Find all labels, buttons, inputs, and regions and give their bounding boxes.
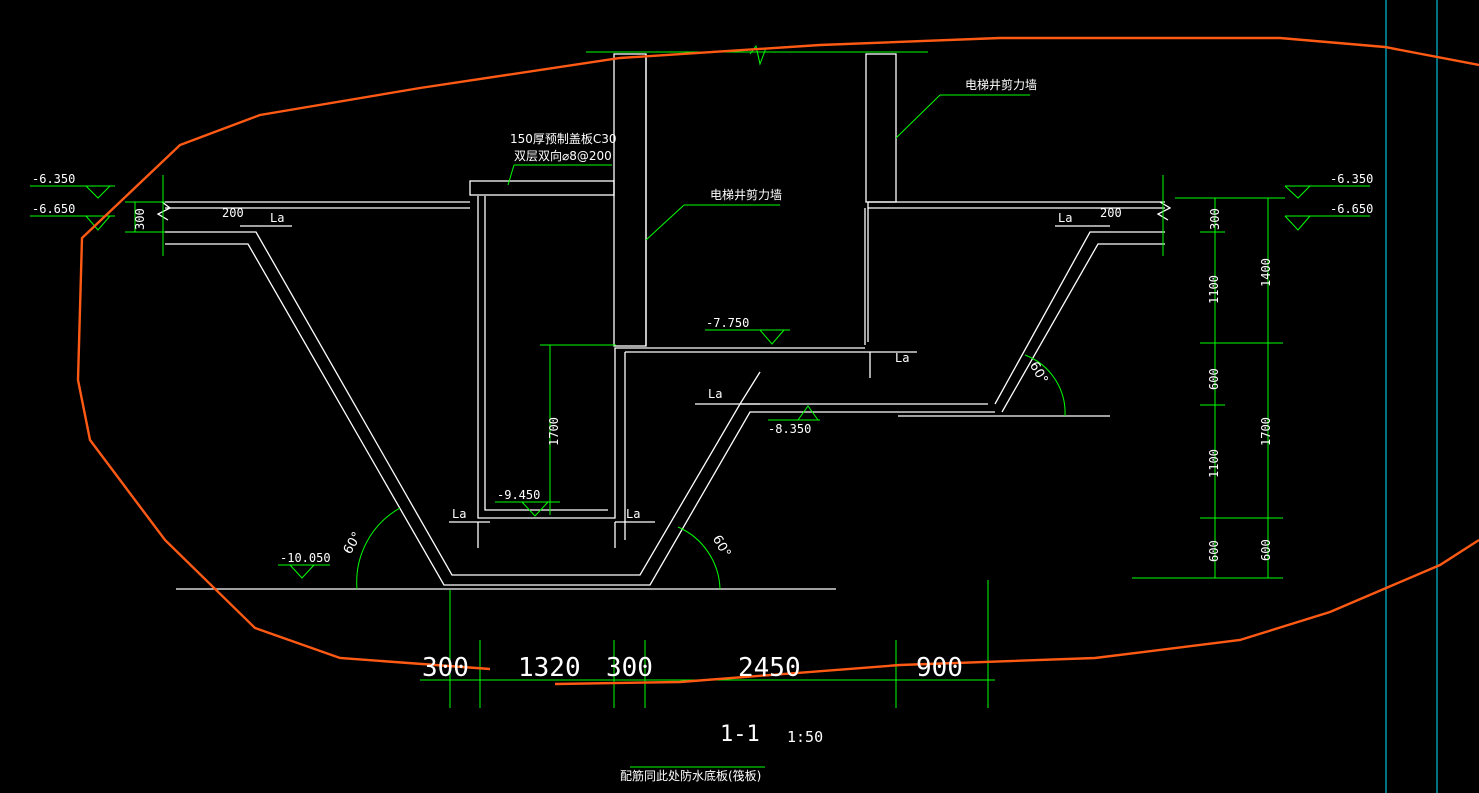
bottom-dim-3: 300 <box>606 653 653 683</box>
cover-label-left: 200 <box>222 206 244 220</box>
right-dim-inner-4: 1100 <box>1207 449 1221 478</box>
wall-label-center: 电梯井剪力墙 <box>710 187 782 202</box>
section-title: 1-1 <box>720 722 760 747</box>
right-dim-inner-3: 600 <box>1207 368 1221 390</box>
right-dim-inner-2: 1100 <box>1207 275 1221 304</box>
elevation-left-top: -6.350 <box>32 172 75 186</box>
cover-label-right: 200 <box>1100 206 1122 220</box>
elevation-bottom: -10.050 <box>280 551 331 565</box>
revision-cloud <box>76 36 1479 686</box>
la-label-deep-right: La <box>626 507 640 521</box>
elevation-deep-pit: -9.450 <box>497 488 540 502</box>
bottom-dim-5: 900 <box>916 653 963 683</box>
la-label-pit: La <box>895 351 909 365</box>
section-scale: 1:50 <box>787 728 823 746</box>
bottom-dim-2: 1320 <box>518 653 581 683</box>
dimension-lines <box>30 44 1370 708</box>
elevation-right-bottom: -6.650 <box>1330 202 1373 216</box>
slab-note-line-2: 双层双向⌀8@200 <box>514 148 612 163</box>
wall-label-right: 电梯井剪力墙 <box>965 77 1037 92</box>
elevation-pit-floor: -7.750 <box>706 316 749 330</box>
structure-outline <box>156 53 1172 590</box>
elevation-step: -8.350 <box>768 422 811 436</box>
right-dim-outer-1: 1400 <box>1259 258 1273 287</box>
la-label-deep-left: La <box>452 507 466 521</box>
elevation-right-top: -6.350 <box>1330 172 1373 186</box>
right-dim-outer-2: 1700 <box>1259 417 1273 446</box>
bottom-dim-4: 2450 <box>738 653 801 683</box>
la-label-step: La <box>708 387 722 401</box>
bottom-dim-1: 300 <box>422 653 469 683</box>
right-dim-inner-5: 600 <box>1207 540 1221 562</box>
elevation-left-bottom: -6.650 <box>32 202 75 216</box>
dim-left-300: 300 <box>133 208 147 230</box>
dim-center-1700: 1700 <box>547 417 561 446</box>
reinforcement-note: 配筋同此处防水底板(筏板) <box>620 768 761 783</box>
right-dim-outer-3: 600 <box>1259 539 1273 561</box>
la-label-right: La <box>1058 211 1072 225</box>
la-label-left: La <box>270 211 284 225</box>
angle-label-center: 60° <box>709 533 734 560</box>
right-dim-inner-1: 300 <box>1208 208 1222 230</box>
slab-note-line-1: 150厚预制盖板C30 <box>510 132 617 146</box>
